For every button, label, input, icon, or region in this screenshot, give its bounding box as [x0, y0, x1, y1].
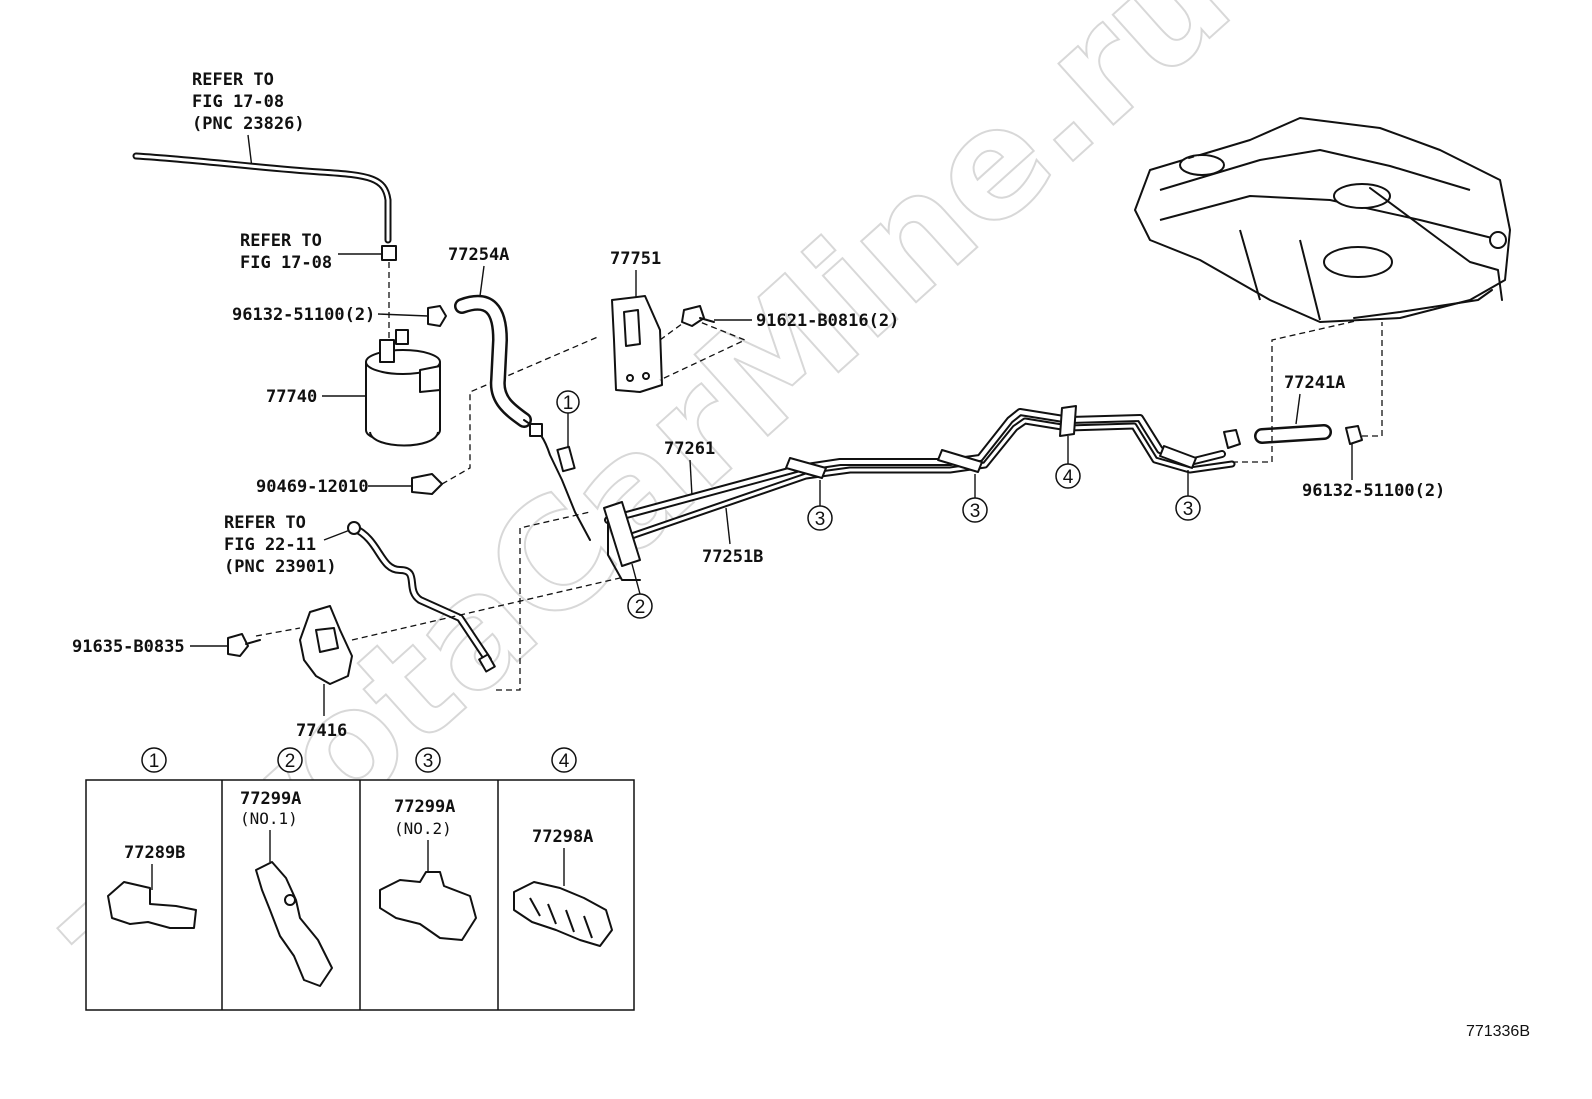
- label-91621: 91621-B0816(2): [756, 311, 899, 331]
- callout-4-main-text: 4: [1063, 467, 1074, 488]
- refer-top-line-2: FIG 17-08: [192, 92, 284, 112]
- dash-right-b: [1362, 322, 1383, 437]
- tank-outline-dash: [1149, 139, 1251, 171]
- figure-code: 771336B: [1466, 1023, 1530, 1040]
- leader-77261: [689, 459, 693, 497]
- refer-low-leader: [323, 529, 351, 541]
- callout-2-main: 2: [627, 593, 653, 619]
- legend-cell-3-sub: (NO.2): [394, 819, 452, 838]
- refer-top-label: REFER TO FIG 17-08 (PNC 23826): [192, 70, 305, 134]
- label-77740: 77740: [266, 387, 317, 407]
- leader-96132-left: [377, 313, 429, 317]
- legend-cell-1-part: 77289B: [124, 843, 185, 863]
- label-77241A: 77241A: [1284, 373, 1345, 393]
- label-90469: 90469-12010: [256, 477, 369, 497]
- refer-low-line-2: FIG 22-11: [224, 535, 316, 555]
- clamp-3-c: [1159, 445, 1197, 469]
- legend-cell-3-num: 3: [423, 751, 434, 772]
- label-77251B: 77251B: [702, 547, 763, 567]
- label-96132-right: 96132-51100(2): [1302, 481, 1445, 501]
- fuel-line-bend: [607, 519, 641, 581]
- legend-cell-2-part: 77299A: [240, 789, 301, 809]
- refer-mid-line-1: REFER TO: [240, 231, 322, 251]
- clamp-96132-left: [427, 305, 447, 327]
- legend-cell-2-sub: (NO.1): [240, 809, 298, 828]
- clamp-3-b: [937, 449, 983, 473]
- clamp-96132-right: [1345, 425, 1363, 445]
- clip-1-on-line: [556, 445, 576, 473]
- dash-lower-a: [496, 511, 591, 691]
- callout-4-main: 4: [1055, 463, 1081, 489]
- clamp-77299A-no1: [255, 861, 333, 987]
- clip-77289B: [107, 881, 197, 929]
- refer-top-line-3: (PNC 23826): [192, 114, 305, 134]
- label-96132-left: 96132-51100(2): [232, 305, 375, 325]
- dash-bolt-91635: [255, 627, 301, 637]
- dash-bracket: [659, 317, 747, 381]
- clamp-77299A-no2: [379, 871, 477, 941]
- leader-callout-2: [631, 563, 641, 595]
- callout-3-c: 3: [1175, 495, 1201, 521]
- legend-cell-4: 4 77298A: [513, 747, 613, 947]
- leader-77254A: [479, 265, 485, 297]
- legend-cell-1: 1 77289B: [107, 747, 197, 929]
- bolt-91635: [227, 633, 249, 657]
- callout-1-top-text: 1: [563, 393, 574, 414]
- dash-lower-b: [351, 577, 621, 641]
- callout-3-b: 3: [962, 497, 988, 523]
- clamp-2-on-line: [603, 501, 641, 567]
- legend-cell-4-part: 77298A: [532, 827, 593, 847]
- clip-90469: [411, 473, 443, 495]
- refer-low-line-3: (PNC 23901): [224, 557, 337, 577]
- refer-low-line-1: REFER TO: [224, 513, 306, 533]
- legend-cell-3: 3 77299A (NO.2): [379, 747, 477, 941]
- clamp-4-on-line: [1059, 405, 1077, 437]
- refer-top-line-1: REFER TO: [192, 70, 274, 90]
- label-91635: 91635-B0835: [72, 637, 185, 657]
- legend: 1 77289B 2 77299A (NO.1) 3 77299A (NO.2): [85, 747, 635, 1011]
- legend-cell-2-num: 2: [285, 751, 296, 772]
- fuel-tank: [1134, 117, 1511, 323]
- label-77416: 77416: [296, 721, 347, 741]
- canister-77740: [365, 329, 441, 447]
- refer-mid-line-2: FIG 17-08: [240, 253, 332, 273]
- leader-77241A: [1295, 393, 1301, 425]
- refer-mid-label: REFER TO FIG 17-08: [240, 231, 332, 273]
- callout-3-a: 3: [807, 505, 833, 531]
- callout-3-c-text: 3: [1183, 499, 1194, 520]
- dash-90469: [441, 335, 601, 485]
- callout-2-main-text: 2: [635, 597, 646, 618]
- label-77751: 77751: [610, 249, 661, 269]
- clamp-77298A: [513, 881, 613, 947]
- legend-cell-2: 2 77299A (NO.1): [240, 747, 333, 987]
- clamp-3-a: [785, 457, 827, 479]
- refer-low-label: REFER TO FIG 22-11 (PNC 23901): [224, 513, 337, 577]
- label-77261: 77261: [664, 439, 715, 459]
- hose-clamp-a: [529, 423, 543, 437]
- bolt-91621: [681, 305, 705, 327]
- label-77254A: 77254A: [448, 245, 509, 265]
- leader-77251B: [725, 507, 731, 545]
- legend-cell-3-part: 77299A: [394, 797, 455, 817]
- refer-top-leader: [247, 134, 253, 169]
- legend-cell-4-num: 4: [559, 751, 570, 772]
- clamp-top: [381, 245, 397, 261]
- legend-cell-1-num: 1: [149, 751, 160, 772]
- callout-3-b-text: 3: [970, 501, 981, 522]
- dash-right-a: [1232, 319, 1361, 463]
- clamp-right-a: [1223, 429, 1241, 449]
- callout-3-a-text: 3: [815, 509, 826, 530]
- callout-1-top: 1: [556, 390, 580, 414]
